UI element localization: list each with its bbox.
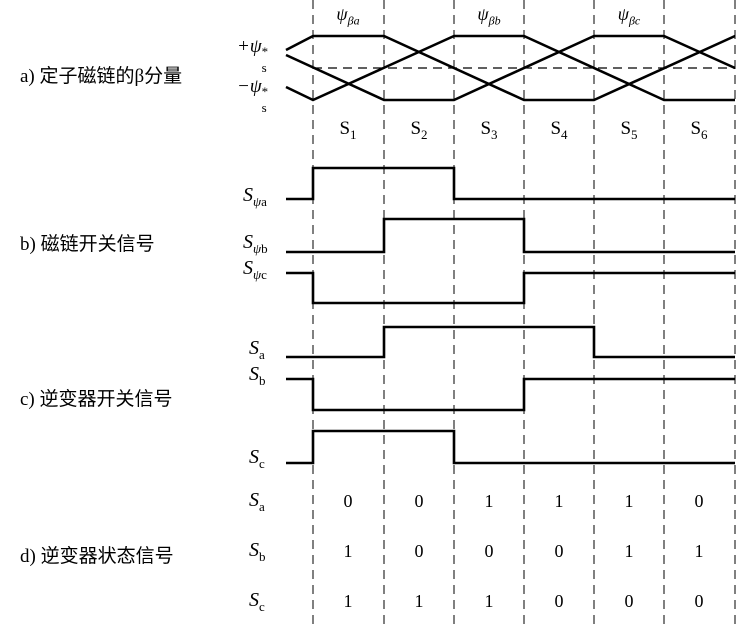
state-value: 1 bbox=[554, 491, 564, 511]
inverter-switch-waveform-b bbox=[286, 377, 735, 412]
star: * bbox=[261, 44, 269, 59]
state-value: 1 bbox=[624, 541, 634, 561]
state-value: 1 bbox=[484, 591, 494, 611]
plus-psi-text: +ψ bbox=[237, 36, 262, 57]
state-value: 1 bbox=[343, 591, 353, 611]
flux-switch-label-c: Sψc bbox=[243, 257, 267, 282]
state-value: 1 bbox=[343, 541, 353, 561]
flux-beta-waveform-c bbox=[285, 34, 735, 102]
state-value: 1 bbox=[484, 491, 494, 511]
minus-psi-text: −ψ bbox=[237, 76, 262, 97]
state-value: 0 bbox=[554, 591, 564, 611]
flux-switch-label-b: Sψb bbox=[243, 231, 268, 256]
section-d-label: d) 逆变器状态信号 bbox=[20, 546, 174, 567]
flux-switch-waveform-a bbox=[286, 166, 735, 201]
state-value: 0 bbox=[624, 591, 634, 611]
inverter-switch-waveform-c bbox=[286, 429, 735, 465]
state-value: 1 bbox=[624, 491, 634, 511]
state-value: 0 bbox=[343, 491, 353, 511]
section-a-label: a) 定子磁链的β分量 bbox=[20, 66, 183, 87]
flux-beta-waveform-b bbox=[285, 34, 736, 102]
minus-psi-s-label: −ψ*s bbox=[237, 76, 270, 115]
state-row-label-c: Sc bbox=[249, 589, 265, 614]
flux-switch-label-a: Sψa bbox=[243, 184, 267, 209]
star: * bbox=[261, 84, 269, 99]
state-value: 0 bbox=[414, 541, 424, 561]
psi-beta-label-βa: ψβa bbox=[336, 4, 360, 28]
sector-label-6: S6 bbox=[690, 118, 708, 142]
inverter-switch-label-b: Sb bbox=[249, 363, 266, 388]
section-c-label: c) 逆变器开关信号 bbox=[20, 389, 173, 410]
plus-psi-s-label: +ψ*s bbox=[237, 36, 270, 75]
sector-label-4: S4 bbox=[550, 118, 568, 142]
psi-beta-label-βc: ψβc bbox=[617, 4, 641, 28]
inverter-switch-label-c: Sc bbox=[249, 446, 265, 471]
state-value: 1 bbox=[694, 541, 704, 561]
state-value: 0 bbox=[694, 491, 704, 511]
section-b-label: b) 磁链开关信号 bbox=[20, 234, 155, 255]
sector-label-2: S2 bbox=[410, 118, 428, 142]
flux-switch-waveform-c bbox=[286, 271, 735, 305]
state-value: 0 bbox=[484, 541, 494, 561]
state-row-label-a: Sa bbox=[249, 489, 265, 514]
state-value: 1 bbox=[414, 591, 424, 611]
inverter-switch-waveform-a bbox=[286, 325, 735, 359]
inverter-switch-label-a: Sa bbox=[249, 337, 265, 362]
sector-label-3: S3 bbox=[480, 118, 498, 142]
state-value: 0 bbox=[694, 591, 704, 611]
state-row-label-b: Sb bbox=[249, 539, 266, 564]
flux-switch-waveform-b bbox=[286, 217, 735, 254]
sub-s: s bbox=[261, 100, 267, 115]
flux-beta-waveform-a bbox=[285, 34, 736, 102]
sub-s: s bbox=[261, 60, 267, 75]
sector-label-5: S5 bbox=[620, 118, 638, 142]
state-value: 0 bbox=[414, 491, 424, 511]
sector-label-1: S1 bbox=[339, 118, 357, 142]
psi-beta-label-βb: ψβb bbox=[477, 4, 501, 28]
state-value: 0 bbox=[554, 541, 564, 561]
